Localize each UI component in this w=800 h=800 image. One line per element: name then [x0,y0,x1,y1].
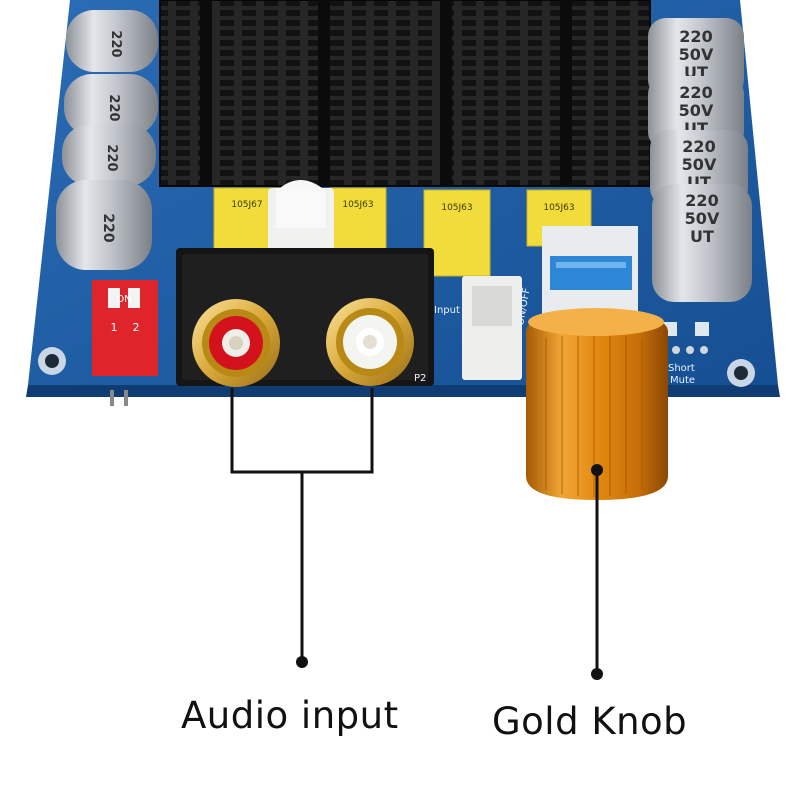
rca-jack-white [326,298,414,386]
mounting-hole-left [38,347,66,375]
svg-text:ON: ON [116,294,131,305]
film-capacitor-4: 105J63 [526,189,592,247]
svg-text:UT: UT [690,227,714,246]
mounting-hole-right [727,359,755,387]
audio-input-callout-dot [296,656,308,668]
svg-text:105J67: 105J67 [231,200,262,210]
film-capacitor-2: 105J63 [329,187,387,251]
svg-text:Input: Input [434,305,460,316]
svg-text:220: 220 [106,94,121,121]
svg-text:50V: 50V [685,209,720,228]
svg-text:220: 220 [682,137,715,156]
svg-text:105J63: 105J63 [342,200,373,210]
capacitor-left-2: 220 [64,74,158,136]
potentiometer-body [542,226,638,314]
audio-input-label: Audio input [181,694,399,737]
svg-text:P2: P2 [414,373,426,384]
film-capacitor-3: 105J63 [423,189,491,277]
svg-text:220: 220 [100,213,116,242]
svg-text:220: 220 [685,191,718,210]
svg-text:Short: Short [668,363,695,374]
capacitor-right-4: 220 50V UT [652,184,752,302]
svg-text:2: 2 [133,321,140,334]
capacitor-left-1: 220 [66,10,158,72]
svg-text:1: 1 [111,321,118,334]
gold-knob-callout-end-dot [591,668,603,680]
audio-input-callout-line [230,388,374,660]
svg-text:220: 220 [104,144,119,171]
svg-text:50V: 50V [682,155,717,174]
header-pins [110,390,128,406]
svg-text:220: 220 [679,83,712,102]
gold-knob-label: Gold Knob [492,700,688,743]
svg-text:105J63: 105J63 [543,203,574,213]
capacitor-left-4: 220 [56,180,152,270]
heatsink [159,0,651,187]
rca-jack-red [192,299,280,387]
gold-knob-callout-dot [591,464,603,476]
dip-switch: ON 1 2 [92,280,158,376]
svg-text:220: 220 [679,27,712,46]
capacitor-left-3: 220 [62,124,156,186]
svg-text:220: 220 [108,30,123,57]
svg-text:50V: 50V [679,101,714,120]
svg-text:50V: 50V [679,45,714,64]
svg-text:105J63: 105J63 [441,203,472,213]
input-connector [462,276,522,380]
svg-text:Mute: Mute [670,375,695,386]
